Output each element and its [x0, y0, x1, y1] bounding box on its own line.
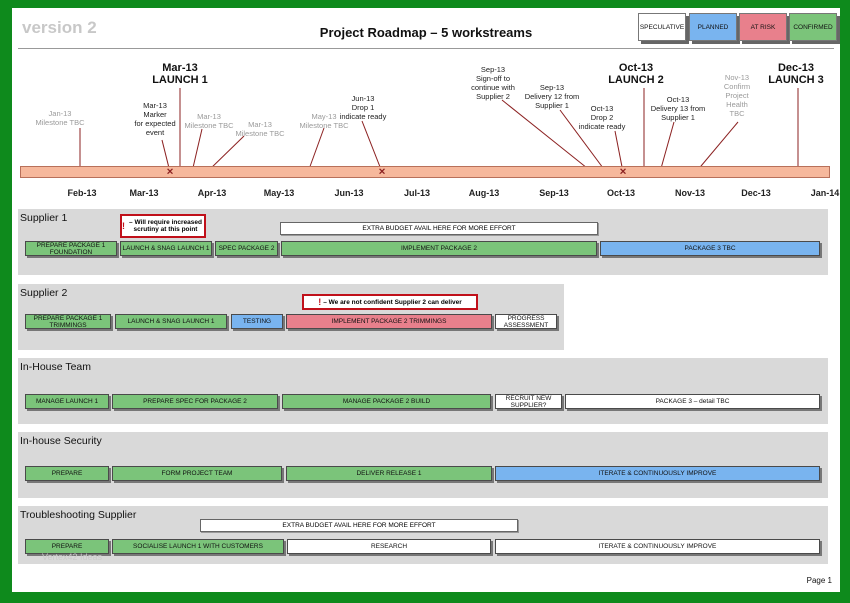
x-marker-jun: ✕ [378, 166, 386, 177]
month-label: Jan-14 [810, 188, 840, 198]
task-bar[interactable]: DELIVER RELEASE 1 [286, 466, 492, 481]
legend-at-risk: AT RISK [739, 13, 787, 41]
task-bar[interactable]: PREPARE PACKAGE 1 TRIMMINGS [25, 314, 111, 329]
arrow-drop-2 [614, 130, 624, 173]
task-bar[interactable]: LAUNCH & SNAG LAUNCH 1 [115, 314, 227, 329]
task-bar[interactable]: ITERATE & CONTINUOUSLY IMPROVE [495, 466, 820, 481]
task-bar[interactable]: RESEARCH [287, 539, 491, 554]
lane-title: Supplier 2 [20, 287, 68, 299]
budget-note: EXTRA BUDGET AVAIL HERE FOR MORE EFFORT [200, 519, 518, 532]
task-bar[interactable]: IMPLEMENT PACKAGE 2 [281, 241, 597, 256]
lane-troubleshooting-supplier [18, 506, 828, 564]
version-label: version 2 [22, 18, 97, 37]
task-bar[interactable]: TESTING [231, 314, 283, 329]
month-label: Oct-13 [606, 188, 636, 198]
arrow-mar-13-a [191, 128, 203, 177]
task-bar[interactable]: PREPARE PACKAGE 1 FOUNDATION [25, 241, 117, 256]
lane-title: Troubleshooting Supplier [20, 509, 137, 521]
arrow-project-health [695, 121, 739, 178]
task-bar[interactable]: PREPARE [25, 539, 109, 554]
month-label: Aug-13 [468, 188, 500, 198]
month-label: Nov-13 [674, 188, 706, 198]
title-divider [18, 48, 834, 49]
task-bar[interactable]: SOCIALISE LAUNCH 1 WITH CUSTOMERS [112, 539, 284, 554]
x-marker-oct: ✕ [619, 166, 627, 177]
page-number: Page 1 [806, 576, 832, 585]
lane-title: In-House Team [20, 361, 92, 373]
task-bar[interactable]: PACKAGE 3 – detail TBC [565, 394, 820, 409]
warning-callout: !– We are not confident Supplier 2 can d… [302, 294, 478, 310]
legend-speculative: SPECULATIVE [638, 13, 686, 41]
task-bar[interactable]: PACKAGE 3 TBC [600, 241, 820, 256]
arrow-delivery-12 [559, 109, 612, 173]
x-marker-mar: ✕ [166, 166, 174, 177]
month-label: Jul-13 [403, 188, 431, 198]
arrow-drop-1 [361, 120, 383, 173]
lane-in-house-security [18, 432, 828, 498]
task-bar[interactable]: SPEC PACKAGE 2 [215, 241, 278, 256]
page-title: Project Roadmap – 5 workstreams [319, 25, 533, 40]
timeline-bar [20, 166, 830, 178]
arrow-delivery-13 [659, 121, 675, 177]
task-bar[interactable]: PREPARE SPEC FOR PACKAGE 2 [112, 394, 278, 409]
task-bar[interactable]: FORM PROJECT TEAM [112, 466, 282, 481]
legend-planned: PLANNED [689, 13, 737, 41]
task-bar[interactable]: MANAGE PACKAGE 2 BUILD [282, 394, 491, 409]
month-label: Sep-13 [539, 188, 569, 198]
lane-title: In-house Security [20, 435, 102, 447]
legend-confirmed: CONFIRMED [789, 13, 837, 41]
task-bar[interactable]: PROGRESS ASSESSMENT [495, 314, 557, 329]
month-label: Jun-13 [334, 188, 364, 198]
budget-note: EXTRA BUDGET AVAIL HERE FOR MORE EFFORT [280, 222, 598, 235]
task-bar[interactable]: PREPARE [25, 466, 109, 481]
lane-title: Supplier 1 [20, 212, 68, 224]
month-label: Mar-13 [129, 188, 159, 198]
arrow-may-13 [307, 127, 325, 177]
watermark: Vertex42 Ideas [42, 552, 103, 562]
warning-callout: !– Will require increased scrutiny at th… [120, 214, 206, 238]
task-bar[interactable]: IMPLEMENT PACKAGE 2 TRIMMINGS [286, 314, 492, 329]
arrow-sign-off [501, 99, 598, 173]
milestone-arrows [79, 88, 803, 178]
month-label: May-13 [263, 188, 295, 198]
month-label: Feb-13 [67, 188, 97, 198]
task-bar[interactable]: ITERATE & CONTINUOUSLY IMPROVE [495, 539, 820, 554]
task-bar[interactable]: MANAGE LAUNCH 1 [25, 394, 109, 409]
task-bar[interactable]: RECRUIT NEW SUPPLIER? [495, 394, 562, 409]
month-label: Dec-13 [741, 188, 771, 198]
task-bar[interactable]: LAUNCH & SNAG LAUNCH 1 [120, 241, 212, 256]
lane-in-house-team [18, 358, 828, 424]
month-label: Apr-13 [197, 188, 227, 198]
roadmap-page: version 2 Project Roadmap – 5 workstream… [12, 8, 840, 592]
